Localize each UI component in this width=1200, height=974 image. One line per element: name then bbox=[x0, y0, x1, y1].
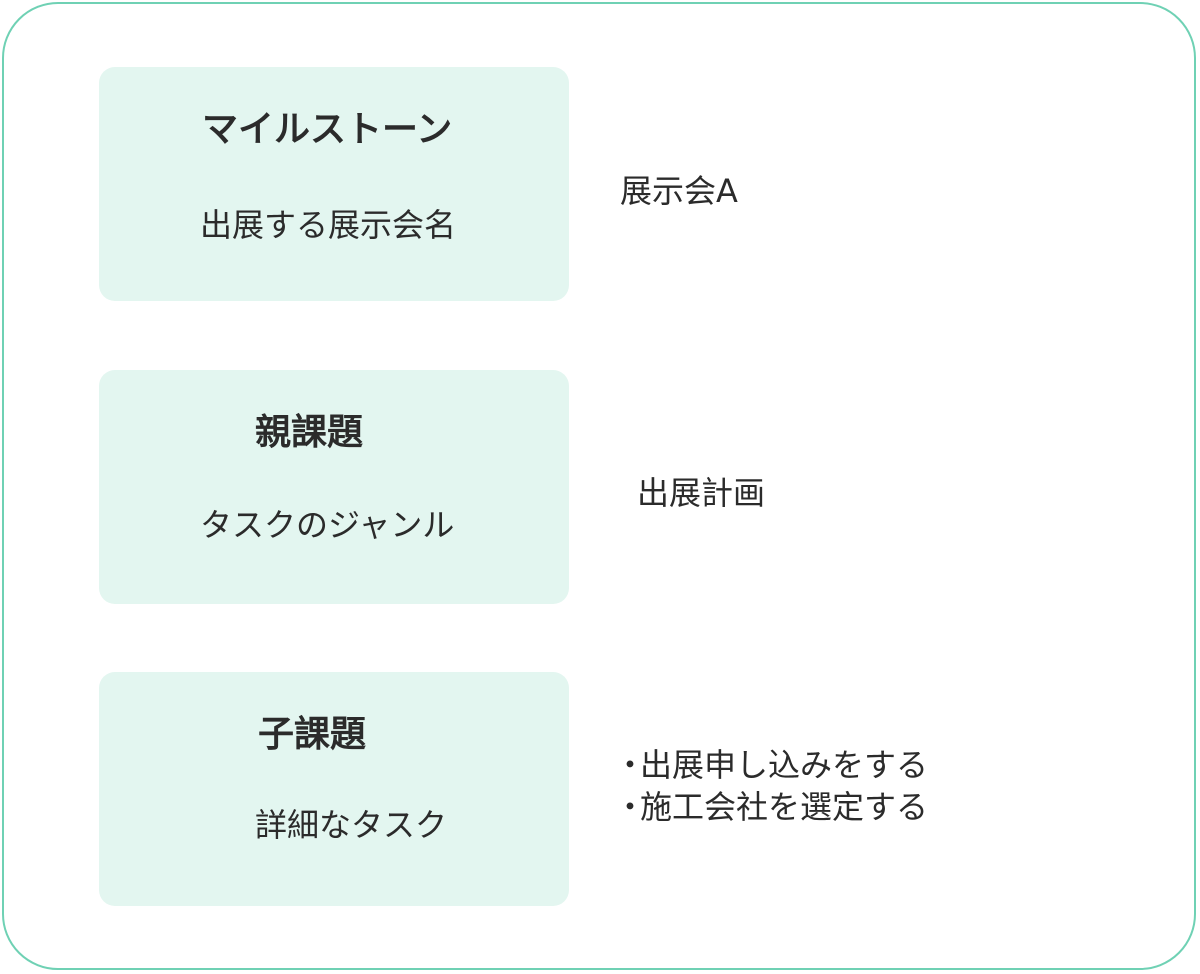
child-task-title: 子課題 bbox=[258, 714, 367, 755]
parent-task-title: 親課題 bbox=[255, 412, 364, 453]
parent-task-description: タスクのジャンル bbox=[200, 506, 455, 544]
parent-task-value: 出展計画 bbox=[637, 474, 766, 512]
child-task-card: 子課題 詳細なタスク bbox=[99, 672, 569, 906]
list-item: ・施工会社を選定する bbox=[614, 786, 928, 828]
milestone-card: マイルストーン 出展する展示会名 bbox=[99, 67, 569, 301]
child-task-value: 施工会社を選定する bbox=[640, 788, 929, 826]
milestone-title: マイルストーン bbox=[202, 109, 453, 150]
child-task-value: 出展申し込みをする bbox=[640, 746, 929, 784]
list-item: ・出展申し込みをする bbox=[614, 744, 928, 786]
milestone-value: 展示会A bbox=[620, 172, 738, 210]
parent-task-card: 親課題 タスクのジャンル bbox=[99, 370, 569, 604]
child-task-description: 詳細なタスク bbox=[255, 806, 448, 844]
child-task-value-list: ・出展申し込みをする ・施工会社を選定する bbox=[614, 744, 928, 828]
bullet: ・ bbox=[614, 788, 647, 826]
milestone-description: 出展する展示会名 bbox=[200, 206, 457, 244]
bullet: ・ bbox=[614, 746, 647, 784]
